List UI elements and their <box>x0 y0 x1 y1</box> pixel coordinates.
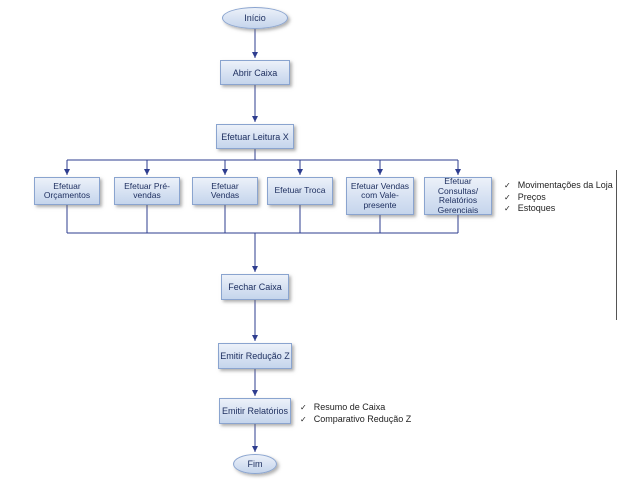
node-efetuar-pre-vendas-label: Efetuar Pré-vendas <box>124 180 170 200</box>
annotation-text: Movimentações da Loja <box>517 180 613 190</box>
check-icon: ✓ <box>300 403 307 412</box>
node-emitir-reducao-z-label: Emitir Redução Z <box>220 351 290 361</box>
node-emitir-relatorios: Emitir Relatórios <box>219 398 291 424</box>
node-fim: Fim <box>233 454 277 474</box>
check-icon: ✓ <box>504 181 511 190</box>
relatorios-annotation-list: ✓ Resumo de Caixa ✓ Comparativo Redução … <box>300 402 411 425</box>
check-icon: ✓ <box>300 414 307 424</box>
node-efetuar-troca: Efetuar Troca <box>267 177 333 205</box>
node-inicio: Início <box>222 7 288 29</box>
node-fechar-caixa-label: Fechar Caixa <box>228 282 282 292</box>
node-efetuar-consultas-relatorios-label: Efetuar Consultas/ Relatórios Gerenciais <box>437 176 479 215</box>
check-icon: ✓ <box>504 204 511 213</box>
node-abrir-caixa: Abrir Caixa <box>220 60 290 85</box>
right-edge-line <box>616 170 617 320</box>
node-efetuar-vendas-label: Efetuar Vendas <box>210 180 240 200</box>
annotation-text: Comparativo Redução Z <box>313 413 412 424</box>
node-efetuar-vendas: Efetuar Vendas <box>192 177 258 205</box>
annotation-item: ✓ Preços <box>504 192 613 204</box>
node-fim-label: Fim <box>247 459 263 469</box>
node-efetuar-leitura-x: Efetuar Leitura X <box>216 124 294 149</box>
node-efetuar-vendas-vale-presente-label: Efetuar Vendas com Vale-presente <box>350 180 410 210</box>
node-abrir-caixa-label: Abrir Caixa <box>232 67 278 78</box>
node-efetuar-consultas-relatorios: Efetuar Consultas/ Relatórios Gerenciais <box>424 176 492 215</box>
consultas-annotation-list: ✓ Movimentações da Loja ✓ Preços ✓ Estoq… <box>504 180 613 215</box>
node-efetuar-pre-vendas: Efetuar Pré-vendas <box>114 177 180 205</box>
node-efetuar-orcamentos: Efetuar Orçamentos <box>34 177 100 205</box>
annotation-item: ✓ Movimentações da Loja <box>504 180 613 192</box>
annotation-item: ✓ Resumo de Caixa <box>300 402 411 414</box>
annotation-text: Preços <box>517 191 546 202</box>
annotation-item: ✓ Comparativo Redução Z <box>300 414 411 426</box>
node-emitir-reducao-z: Emitir Redução Z <box>218 343 292 369</box>
annotation-text: Resumo de Caixa <box>313 402 386 412</box>
node-emitir-relatorios-label: Emitir Relatórios <box>221 406 288 416</box>
annotation-text: Estoques <box>517 203 556 213</box>
node-efetuar-orcamentos-label: Efetuar Orçamentos <box>43 180 91 200</box>
node-efetuar-leitura-x-label: Efetuar Leitura X <box>221 131 289 142</box>
node-inicio-label: Início <box>244 13 266 23</box>
node-efetuar-vendas-vale-presente: Efetuar Vendas com Vale-presente <box>346 177 414 215</box>
node-fechar-caixa: Fechar Caixa <box>221 274 289 300</box>
node-efetuar-troca-label: Efetuar Troca <box>274 185 326 196</box>
annotation-item: ✓ Estoques <box>504 203 613 215</box>
check-icon: ✓ <box>504 192 511 202</box>
